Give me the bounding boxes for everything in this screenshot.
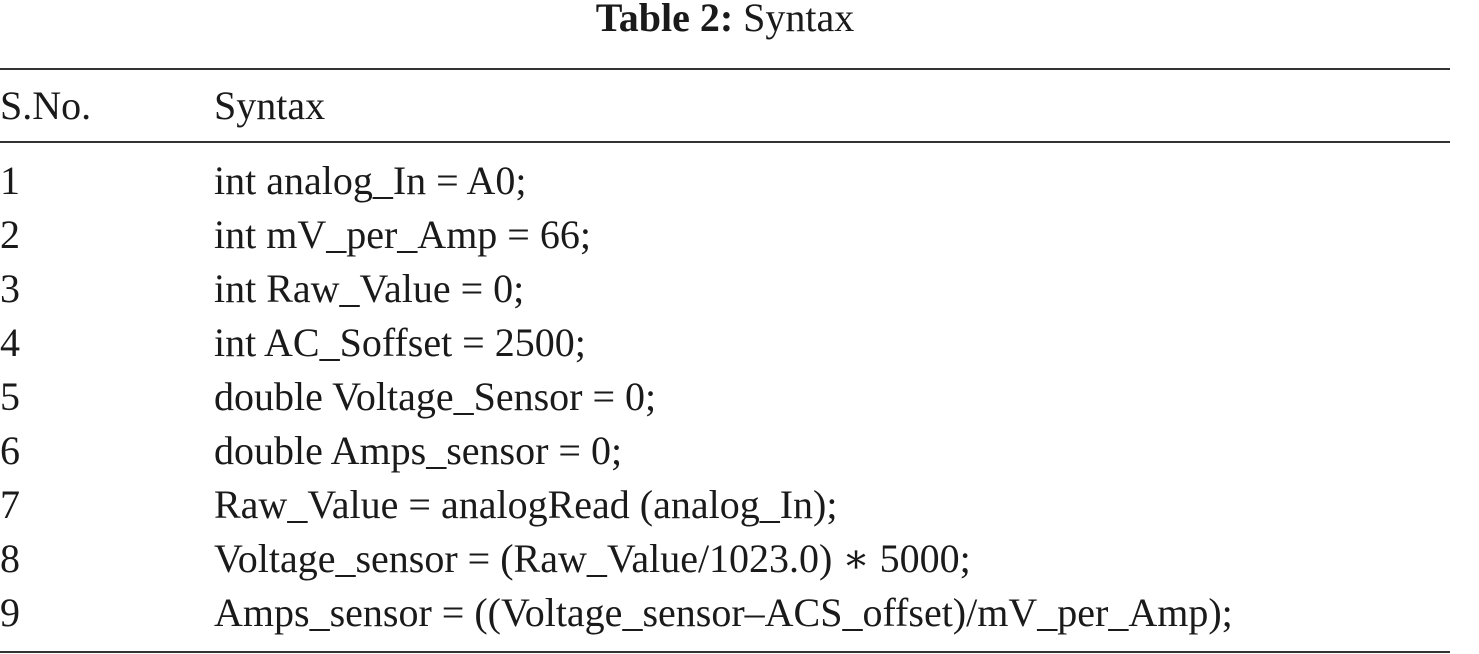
row-syntax: Voltage_sensor = (Raw_Value/1023.0) ∗ 50…	[214, 536, 971, 581]
header-sno: S.No.	[0, 83, 92, 128]
row-number: 1	[0, 158, 20, 203]
table-caption-title: Syntax	[743, 0, 855, 40]
row-number: 9	[0, 590, 20, 635]
table-row: 4 int AC_Soffset = 2500;	[0, 316, 1479, 370]
table-row: 1 int analog_In = A0;	[0, 154, 1479, 208]
table-row: 5 double Voltage_Sensor = 0;	[0, 370, 1479, 424]
table-row: 7 Raw_Value = analogRead (analog_In);	[0, 478, 1479, 532]
row-number: 6	[0, 428, 20, 473]
row-number: 2	[0, 212, 20, 257]
row-syntax: Amps_sensor = ((Voltage_sensor–ACS_offse…	[214, 590, 1233, 635]
table-caption-label: Table 2:	[595, 0, 734, 40]
row-number: 4	[0, 320, 20, 365]
row-number: 5	[0, 374, 20, 419]
header-syntax: Syntax	[214, 83, 326, 128]
row-syntax: int mV_per_Amp = 66;	[214, 212, 591, 257]
table-row: 6 double Amps_sensor = 0;	[0, 424, 1479, 478]
table-top-rule	[0, 68, 1450, 70]
table-row: 8 Voltage_sensor = (Raw_Value/1023.0) ∗ …	[0, 532, 1479, 586]
table-header-rule	[0, 141, 1450, 143]
row-syntax: double Amps_sensor = 0;	[214, 428, 623, 473]
row-syntax: int analog_In = A0;	[214, 158, 527, 203]
table-bottom-rule	[0, 651, 1450, 653]
row-number: 7	[0, 482, 20, 527]
row-syntax: double Voltage_Sensor = 0;	[214, 374, 657, 419]
row-syntax: Raw_Value = analogRead (analog_In);	[214, 482, 838, 527]
table-caption: Table 2: Syntax	[0, 0, 1450, 42]
table-row: 2 int mV_per_Amp = 66;	[0, 208, 1479, 262]
row-number: 8	[0, 536, 20, 581]
row-syntax: int AC_Soffset = 2500;	[214, 320, 586, 365]
row-number: 3	[0, 266, 20, 311]
row-syntax: int Raw_Value = 0;	[214, 266, 525, 311]
table-row: 3 int Raw_Value = 0;	[0, 262, 1479, 316]
table-row: 9 Amps_sensor = ((Voltage_sensor–ACS_off…	[0, 586, 1479, 640]
table-body: 1 int analog_In = A0; 2 int mV_per_Amp =…	[0, 154, 1479, 640]
table-header-row: S.No. Syntax	[0, 80, 1479, 132]
